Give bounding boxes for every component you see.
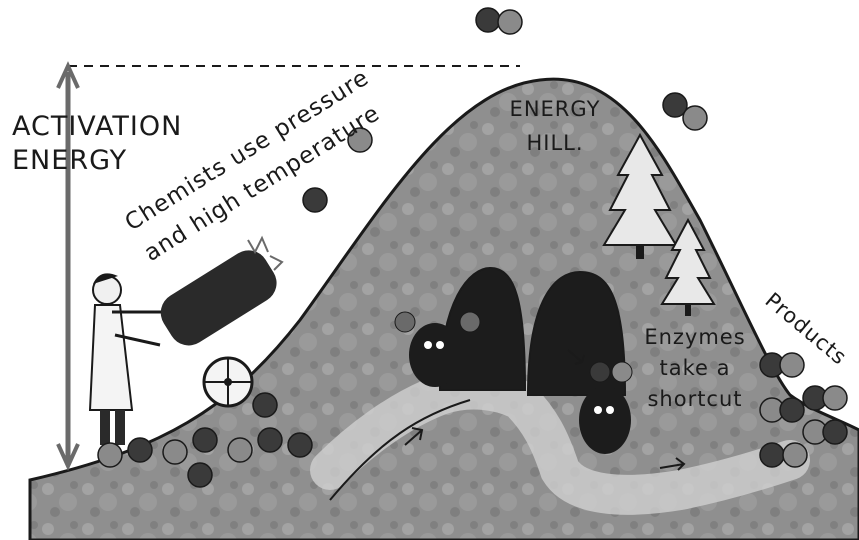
enzymes-label-line2: take a bbox=[625, 353, 765, 384]
energy-hill-label: ENERGY HILL. bbox=[500, 92, 610, 160]
activation-energy-label: ACTIVATION ENERGY bbox=[12, 110, 182, 178]
activation-label-line1: ACTIVATION bbox=[12, 110, 182, 144]
enzymes-label-line1: Enzymes bbox=[625, 322, 765, 353]
enzymes-label-line3: shortcut bbox=[625, 384, 765, 415]
activation-label-line2: ENERGY bbox=[12, 144, 182, 178]
scientist-figure bbox=[90, 273, 168, 445]
hill-label-line1: ENERGY bbox=[500, 92, 610, 126]
enzymes-label: Enzymes take a shortcut bbox=[625, 322, 765, 415]
hill-label-line2: HILL. bbox=[500, 126, 610, 160]
